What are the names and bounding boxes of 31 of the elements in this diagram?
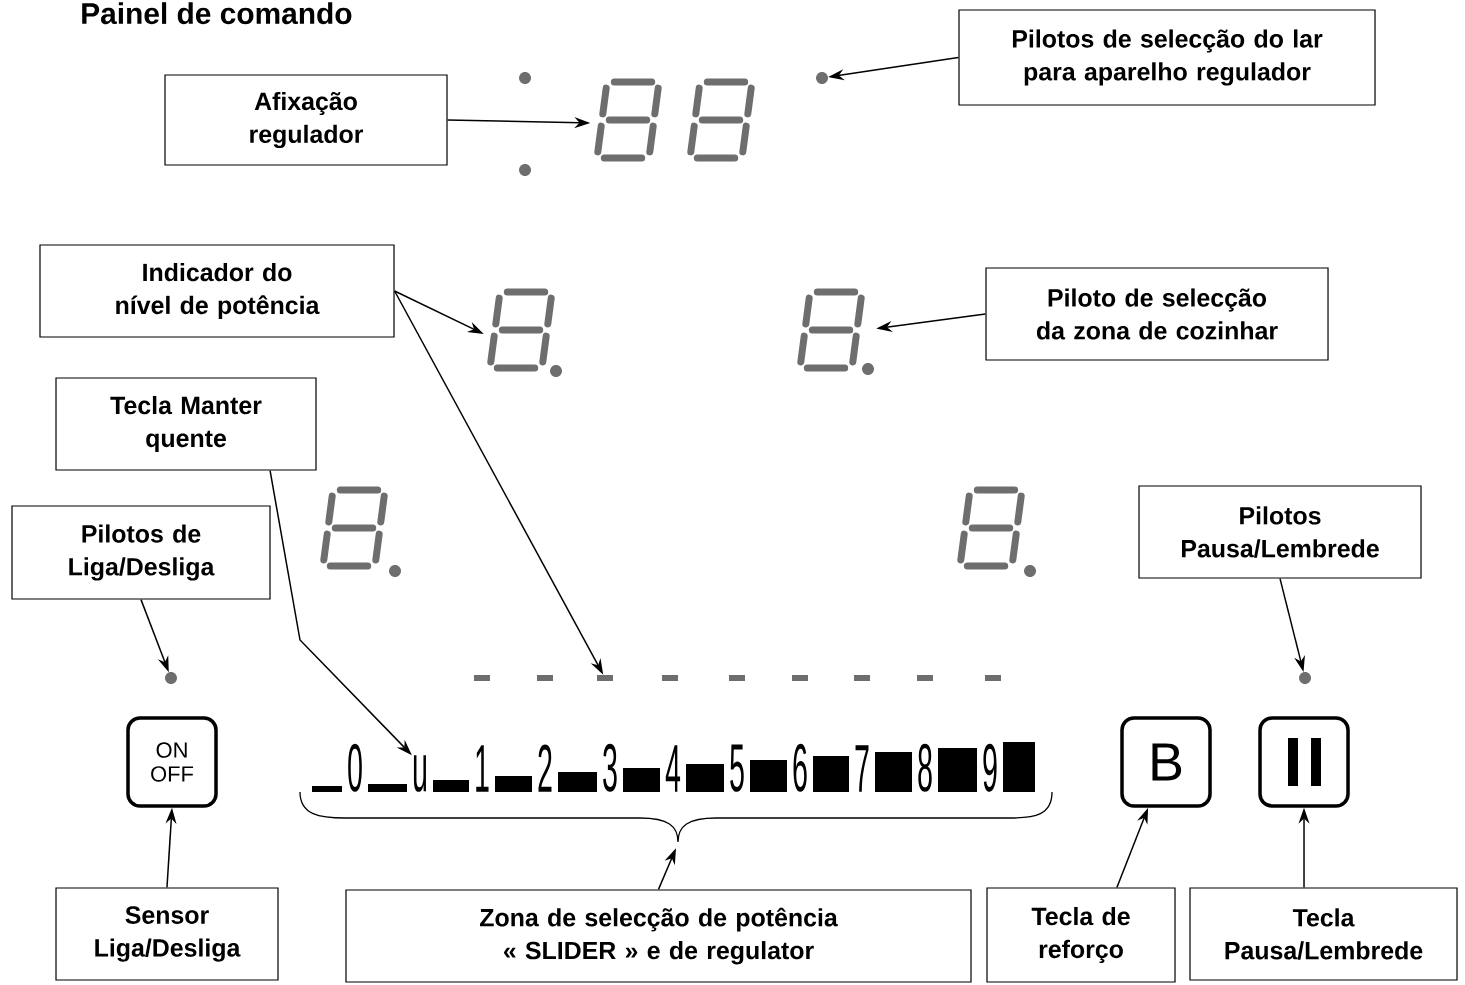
key-button: ON OFF bbox=[126, 716, 218, 808]
seven-segment-display bbox=[487, 288, 562, 377]
slider-digit: 5 bbox=[730, 744, 744, 792]
callout-box: Afixação regulador bbox=[164, 74, 448, 166]
callout-box: Pilotos de selecção do lar para aparelho regulador bbox=[958, 9, 1376, 106]
title: Painel de comando bbox=[82, 2, 352, 25]
slider-digit: 6 bbox=[793, 743, 807, 792]
pause-key bbox=[1258, 716, 1350, 808]
dash-mark bbox=[597, 675, 613, 681]
slider-digit: 1 bbox=[476, 745, 489, 792]
keep-warm-symbol: u bbox=[413, 755, 427, 792]
key-button: B bbox=[1120, 716, 1212, 808]
seven-segment-display bbox=[797, 288, 874, 375]
callout-box: Pilotos de Liga/Desliga bbox=[11, 505, 271, 600]
callout-box: Tecla Manter quente bbox=[55, 377, 317, 471]
callout-box: Zona de selecção de potência « SLIDER » e de regulator bbox=[345, 889, 972, 983]
slider-digit: 4 bbox=[665, 745, 681, 792]
callout-box: Tecla Pausa/Lembrede bbox=[1189, 887, 1458, 981]
callout-box: Indicador do nível de potência bbox=[39, 244, 395, 338]
slider-digit: 9 bbox=[983, 743, 997, 792]
callout-box: Sensor Liga/Desliga bbox=[55, 887, 279, 981]
slider-digit: 0 bbox=[348, 743, 362, 792]
brace bbox=[299, 791, 1053, 843]
slider-digit: 2 bbox=[538, 744, 552, 792]
seven-segment-display bbox=[594, 78, 755, 162]
slider-digit: 8 bbox=[918, 743, 932, 792]
callout-box: Tecla de reforço bbox=[986, 887, 1176, 983]
callout-box: Piloto de selecção da zona de cozinhar bbox=[985, 267, 1329, 361]
callout-box: Pilotos Pausa/Lembrede bbox=[1138, 485, 1422, 579]
slider-digit: 7 bbox=[855, 745, 869, 792]
slider-digit: 3 bbox=[603, 743, 617, 792]
